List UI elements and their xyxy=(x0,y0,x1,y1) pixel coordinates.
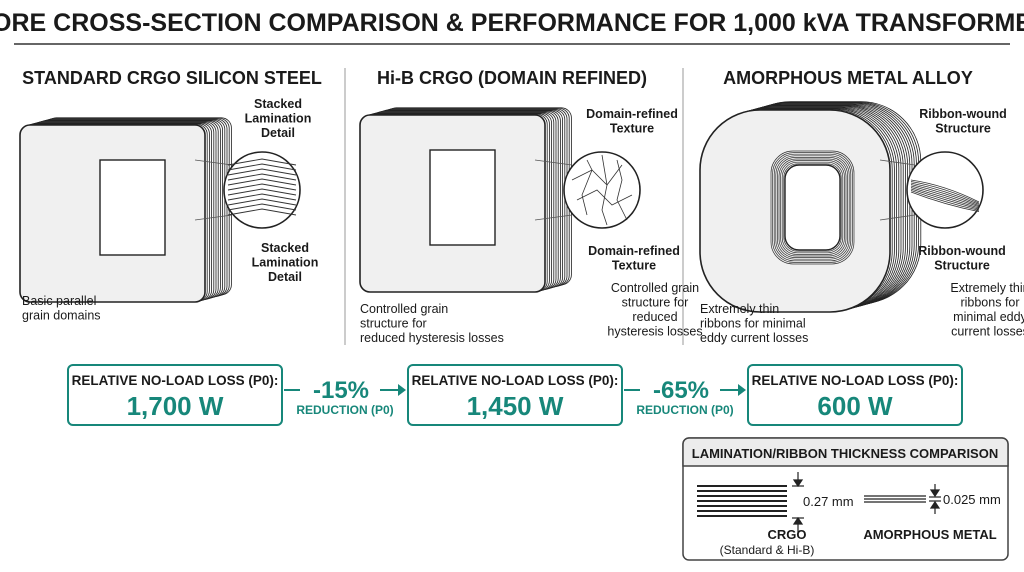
caption-left: structure for xyxy=(360,317,427,331)
reduction-label: REDUCTION (P0) xyxy=(636,403,733,417)
loss-value: 1,450 W xyxy=(467,391,564,421)
caption-left: grain domains xyxy=(22,309,101,323)
thickness-comparison-panel: LAMINATION/RIBBON THICKNESS COMPARISON 0… xyxy=(682,437,1009,561)
amorphous-thickness-value: 0.025 mm xyxy=(943,492,1001,507)
crgo-sublabel: (Standard & Hi-B) xyxy=(720,543,815,557)
caption-left: Basic parallel xyxy=(22,294,96,308)
core-illustration xyxy=(699,101,922,313)
detail-bottom: Structure xyxy=(934,259,990,273)
core-illustration xyxy=(359,107,572,293)
loss-box: RELATIVE NO-LOAD LOSS (P0): 600 W xyxy=(747,364,963,426)
caption-right: reduced xyxy=(632,310,677,324)
core-column: AMORPHOUS METAL ALLOYRibbon-woundStructu… xyxy=(699,68,1024,345)
page-title: CORE CROSS-SECTION COMPARISON & PERFORMA… xyxy=(0,9,1024,37)
amorphous-label: AMORPHOUS METAL xyxy=(863,527,996,542)
loss-value: 600 W xyxy=(817,391,893,421)
loss-label: RELATIVE NO-LOAD LOSS (P0): xyxy=(72,373,279,388)
caption-right: Extremely thin xyxy=(950,281,1024,295)
caption-right: current losses xyxy=(951,325,1024,339)
reduction-label: REDUCTION (P0) xyxy=(296,403,393,417)
detail-bottom: Detail xyxy=(268,270,302,284)
crgo-thickness-value: 0.27 mm xyxy=(803,494,854,509)
crgo-dimension-arrows xyxy=(792,472,804,532)
reduction-percent: -65% xyxy=(653,377,709,404)
core-column: STANDARD CRGO SILICON STEELStackedLamina… xyxy=(19,68,322,323)
core-column: Hi-B CRGO (DOMAIN REFINED) Domain-refined… xyxy=(359,68,703,345)
reduction-arrow: -15%REDUCTION (P0) xyxy=(284,377,406,417)
reduction-percent: -15% xyxy=(313,377,369,404)
detail-bottom: Stacked xyxy=(261,241,309,255)
column-heading: AMORPHOUS METAL ALLOY xyxy=(723,68,973,88)
detail-top: Detail xyxy=(261,126,295,140)
reduction-arrow: -65%REDUCTION (P0) xyxy=(624,377,746,417)
detail-bottom: Lamination xyxy=(252,256,319,270)
caption-right: structure for xyxy=(622,296,689,310)
detail-top: Stacked xyxy=(254,97,302,111)
caption-right: Controlled grain xyxy=(611,281,699,295)
column-heading: Hi-B CRGO (DOMAIN REFINED) xyxy=(377,68,647,88)
amorphous-ribbons xyxy=(864,495,926,503)
caption-left: reduced hysteresis losses xyxy=(360,331,504,345)
column-heading: STANDARD CRGO SILICON STEEL xyxy=(22,68,322,88)
magnified-detail xyxy=(879,151,984,229)
caption-right: hysteresis losses xyxy=(607,325,702,339)
caption-right: minimal eddy xyxy=(953,310,1024,324)
detail-top: Domain-refined xyxy=(586,107,678,121)
core-illustration xyxy=(19,117,232,303)
detail-top: Texture xyxy=(610,122,654,136)
detail-bottom: Domain-refined xyxy=(588,244,680,258)
caption-right: ribbons for xyxy=(960,296,1019,310)
loss-value: 1,700 W xyxy=(127,391,224,421)
magnified-detail xyxy=(534,151,641,229)
magnified-detail xyxy=(194,151,301,229)
caption-left: eddy current losses xyxy=(700,331,808,345)
caption-left: ribbons for minimal xyxy=(700,317,806,331)
amorphous-dimension-arrows xyxy=(929,484,941,514)
crgo-label: CRGO xyxy=(768,527,807,542)
detail-top: Structure xyxy=(935,122,991,136)
detail-bottom: Texture xyxy=(612,259,656,273)
detail-top: Lamination xyxy=(245,112,312,126)
loss-label: RELATIVE NO-LOAD LOSS (P0): xyxy=(412,373,619,388)
loss-label: RELATIVE NO-LOAD LOSS (P0): xyxy=(752,373,959,388)
caption-left: Controlled grain xyxy=(360,302,448,316)
detail-top: Ribbon-wound xyxy=(919,107,1006,121)
caption-left: Extremely thin xyxy=(700,302,779,316)
loss-box: RELATIVE NO-LOAD LOSS (P0): 1,700 W xyxy=(67,364,283,426)
thickness-title: LAMINATION/RIBBON THICKNESS COMPARISON xyxy=(692,446,998,461)
loss-box: RELATIVE NO-LOAD LOSS (P0): 1,450 W xyxy=(407,364,623,426)
detail-bottom: Ribbon-wound xyxy=(918,244,1005,258)
crgo-laminations xyxy=(697,485,787,517)
